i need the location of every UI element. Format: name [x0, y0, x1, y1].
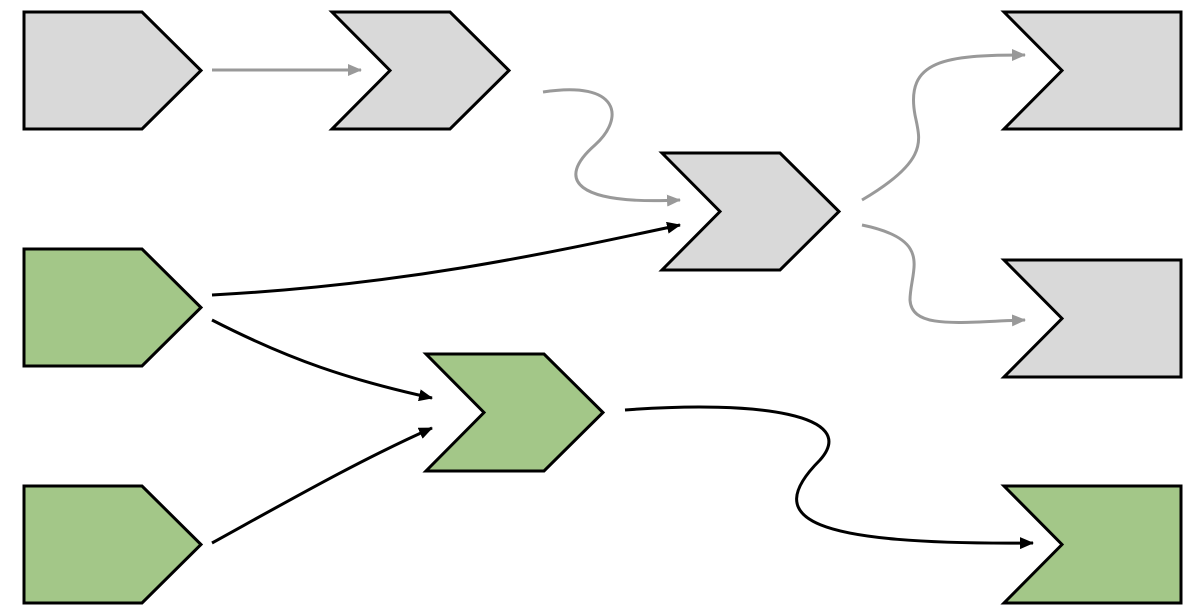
edge-source-3-to-step-3 — [211, 426, 433, 545]
node-step-3 — [422, 352, 606, 473]
node-layer — [22, 10, 1183, 605]
node-sink-1 — [1000, 10, 1183, 131]
node-sink-2 — [1000, 258, 1183, 379]
edge-layer — [211, 49, 1034, 550]
edge-step-2-to-sink-1 — [861, 49, 1026, 202]
edge-step-3-to-sink-3 — [624, 405, 1034, 550]
node-source-1 — [22, 10, 204, 131]
node-source-3 — [22, 484, 204, 605]
node-step-2 — [658, 151, 842, 272]
node-sink-3 — [1000, 484, 1183, 605]
edge-source-2-to-step-2 — [211, 221, 681, 297]
edge-step-1-to-step-2 — [542, 88, 681, 207]
edge-step-2-to-sink-2 — [861, 223, 1026, 327]
node-step-1 — [328, 10, 512, 131]
node-source-2 — [22, 247, 204, 368]
edge-source-2-to-step-3 — [211, 318, 433, 402]
